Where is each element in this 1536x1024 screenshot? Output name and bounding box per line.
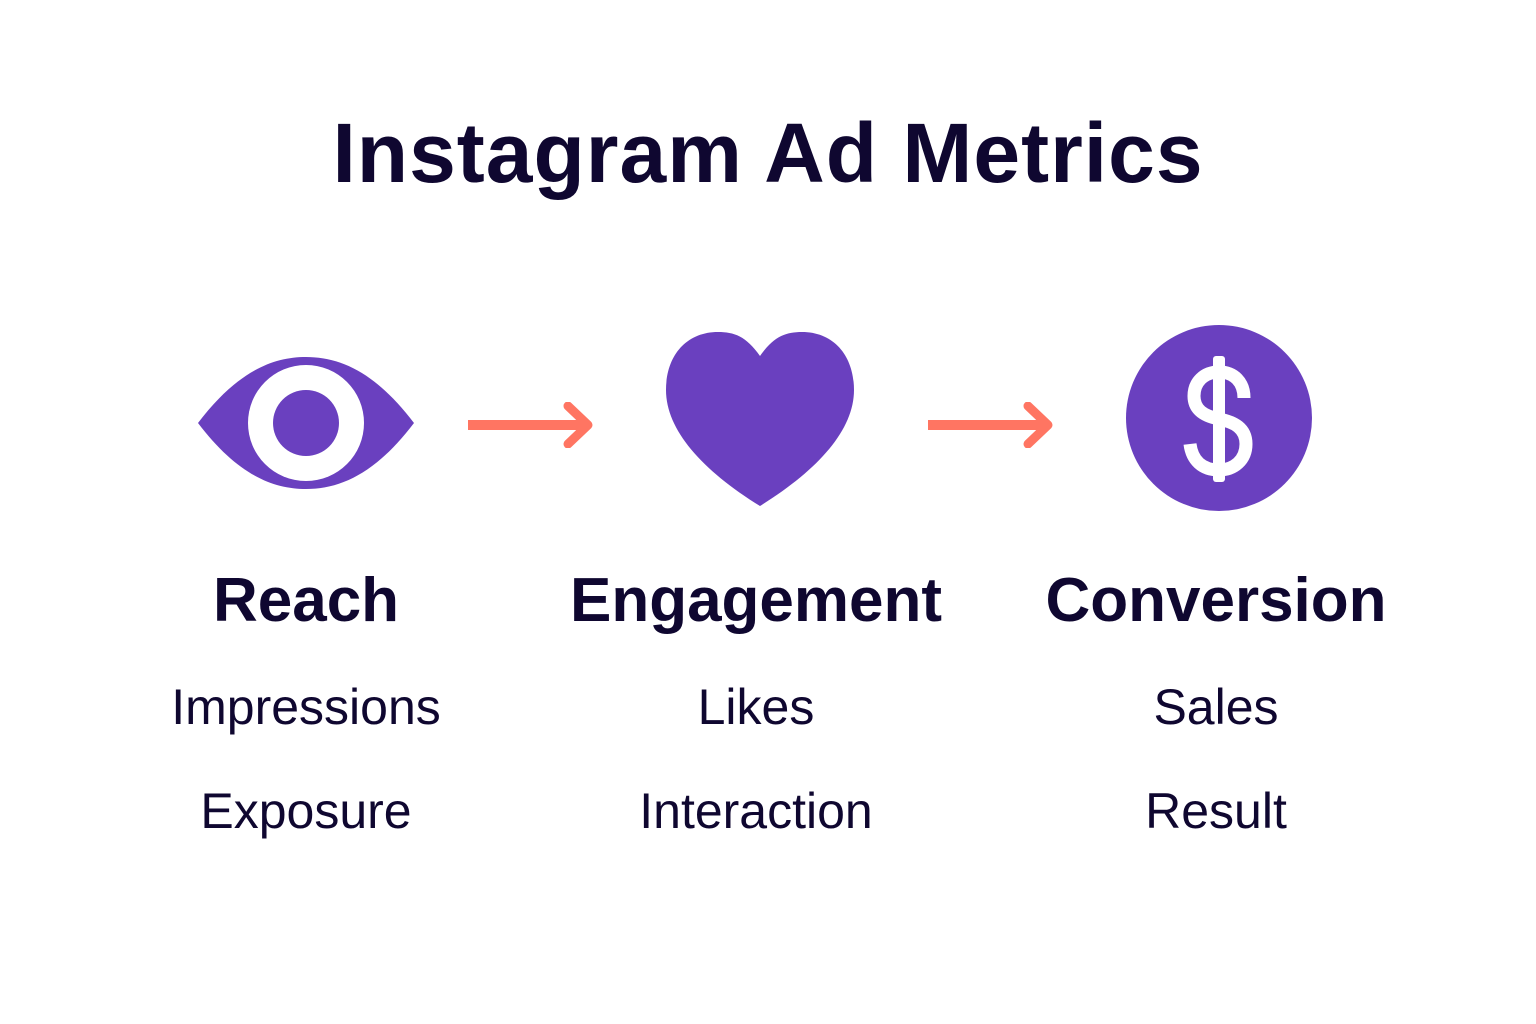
stage-heading: Reach xyxy=(212,566,400,635)
diagram-title: Instagram Ad Metrics xyxy=(332,106,1204,200)
stage-item: Result xyxy=(1145,783,1287,839)
stage-engagement: Engagement Likes Interaction xyxy=(546,566,966,839)
heart-icon xyxy=(666,332,854,506)
stage-item: Likes xyxy=(697,679,815,735)
arrow-right-icon xyxy=(928,402,1053,448)
stage-heading: Engagement xyxy=(569,566,943,635)
stage-item: Exposure xyxy=(200,783,412,839)
stage-reach: Reach Impressions Exposure xyxy=(96,566,516,839)
stage-item: Impressions xyxy=(171,679,441,735)
arrow-right-icon xyxy=(468,402,593,448)
stage-conversion: Conversion Sales Result xyxy=(1006,566,1426,839)
stage-item: Sales xyxy=(1153,679,1279,735)
eye-icon xyxy=(198,357,414,489)
stage-heading: Conversion xyxy=(1045,566,1387,635)
stage-item: Interaction xyxy=(639,783,873,839)
dollar-circle-icon xyxy=(1126,325,1312,511)
